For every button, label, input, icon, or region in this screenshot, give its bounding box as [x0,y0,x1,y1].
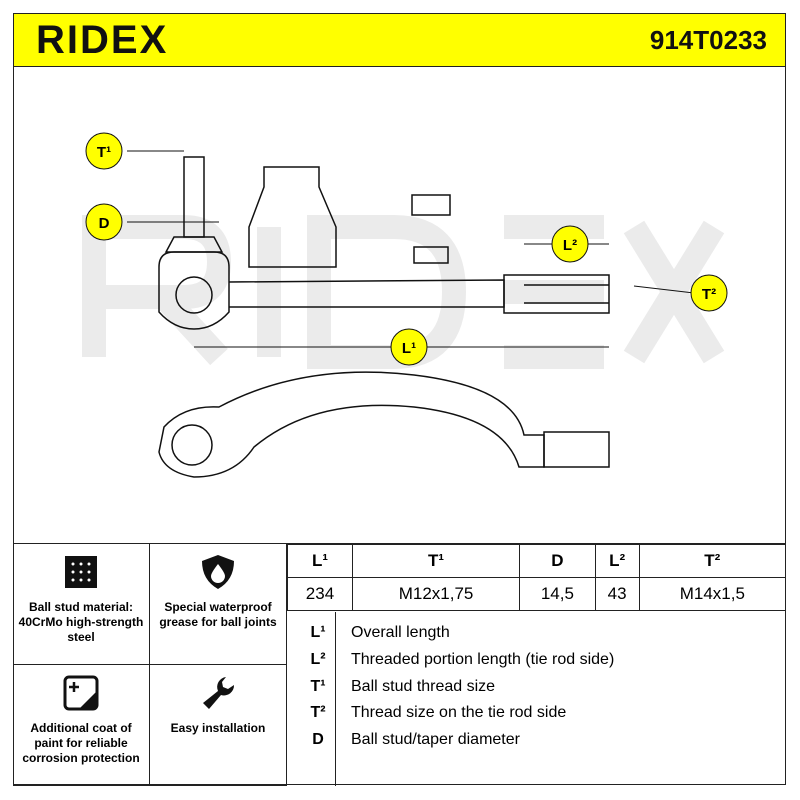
paint-layer-icon [13,665,149,721]
svg-text:T²: T² [702,286,716,303]
legend-desc: Thread size on the tie rod side [351,704,567,721]
legend-item: L¹ Overall length [287,620,450,646]
spec-header: L¹ [287,544,353,578]
feature-paint: Additional coat of paint for reliable co… [13,665,150,786]
label-t2: T² [690,274,728,312]
legend-item: L² Threaded portion length (tie rod side) [287,647,614,673]
feature-text: Special waterproof grease for ball joint… [159,600,277,629]
spec-value: 43 [594,577,640,611]
legend-item: T² Thread size on the tie rod side [287,700,566,726]
technical-drawing: T¹ D L² T² L¹ [14,67,785,543]
legend-item: D Ball stud/taper diameter [287,727,520,753]
feature-material: Ball stud material: 40CrMo high-strength… [13,544,150,665]
legend-desc: Ball stud/taper diameter [351,731,520,748]
spec-table: L¹ T¹ D L² T² 234 M12x1,75 14,5 43 M14x1… [287,544,787,611]
brand-logo: RIDEX [36,18,169,62]
feature-grease: Special waterproof grease for ball joint… [150,544,287,665]
label-l1: L¹ [390,328,428,366]
spec-header: T² [638,544,787,578]
label-d: D [85,203,123,241]
spec-value: M12x1,75 [351,577,521,611]
spec-header: T¹ [351,544,521,578]
tie-rod-end-side-view [158,371,610,478]
feature-installation: Easy installation [150,665,287,786]
shield-drop-icon [150,544,286,600]
wrench-icon [150,665,286,721]
part-number: 914T0233 [649,25,767,55]
feature-text: Easy installation [170,721,266,735]
spec-header: D [519,544,596,578]
legend-item: T¹ Ball stud thread size [287,674,495,700]
legend-divider [335,612,336,786]
legend-desc: Threaded portion length (tie rod side) [351,651,615,668]
spec-value: 14,5 [519,577,596,611]
tie-rod-end-top-view [158,156,610,330]
legend-key: L¹ [310,624,326,641]
label-l2: L² [551,225,589,263]
steel-grid-icon [13,544,149,600]
svg-text:L²: L² [563,237,577,254]
legend: L¹ Overall length L² Threaded portion leng… [287,612,786,786]
spec-header: L² [594,544,640,578]
feature-text: Ball stud material: 40CrMo high-strength… [18,600,144,644]
label-t1: T¹ [85,132,123,170]
info-panel: Ball stud material: 40CrMo high-strength… [13,543,787,786]
legend-desc: Ball stud thread size [351,678,496,695]
legend-key: T² [310,704,326,721]
legend-key: D [312,731,324,748]
spec-value: 234 [287,577,353,611]
svg-text:L¹: L¹ [402,340,416,357]
spec-value: M14x1,5 [638,577,787,611]
legend-key: L² [310,651,326,668]
svg-text:T¹: T¹ [97,144,111,161]
feature-text: Additional coat of paint for reliable co… [22,721,140,765]
header: RIDEX 914T0233 [13,13,786,67]
svg-text:D: D [99,215,110,232]
legend-key: T¹ [310,678,326,695]
legend-desc: Overall length [351,624,450,641]
